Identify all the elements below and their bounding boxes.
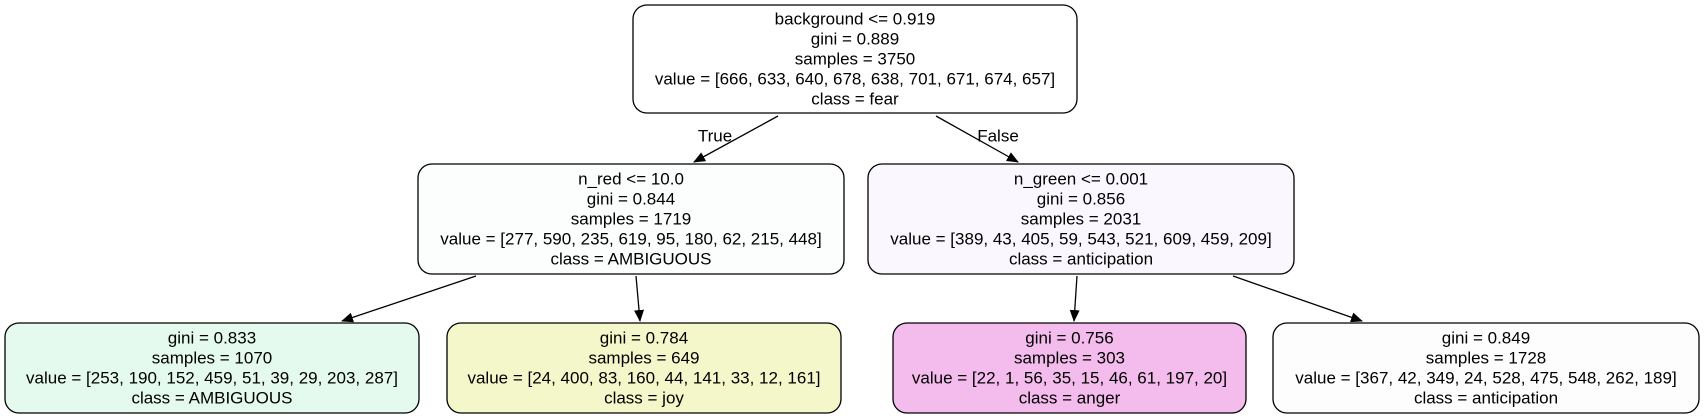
node-box (892, 322, 1247, 414)
node-text-line: gini = 0.844 (587, 190, 675, 209)
node-text-line: value = [24, 400, 83, 160, 44, 141, 33, … (467, 369, 820, 388)
edge-left-ll (341, 275, 477, 323)
edge-label-false: False (977, 127, 1019, 146)
edge-label-true: True (698, 127, 732, 146)
node-box (867, 163, 1295, 275)
node-text-line: n_green <= 0.001 (1014, 170, 1148, 189)
node-text-line: class = fear (811, 90, 899, 109)
node-text-line: gini = 0.856 (1037, 190, 1125, 209)
node-box (446, 322, 842, 414)
node-box (4, 322, 420, 414)
edge-left-lr (634, 275, 645, 322)
node-text-line: samples = 3750 (795, 50, 916, 69)
node-text-line: samples = 1719 (571, 210, 692, 229)
node-text-line: gini = 0.784 (600, 329, 688, 348)
node-text-line: samples = 1728 (1426, 349, 1547, 368)
edge-root-left (693, 115, 779, 163)
node-text-line: gini = 0.756 (1025, 329, 1113, 348)
node-text-line: value = [367, 42, 349, 24, 528, 475, 548… (1295, 369, 1676, 388)
node-text-line: background <= 0.919 (775, 10, 936, 29)
node-box (632, 4, 1078, 114)
node-text-line: value = [389, 43, 405, 59, 543, 521, 609… (890, 230, 1271, 249)
edge-right-rr (1232, 275, 1363, 323)
node-text-line: samples = 649 (588, 349, 699, 368)
node-text-line: value = [22, 1, 56, 35, 15, 46, 61, 197,… (912, 369, 1227, 388)
node-text-line: class = anger (1019, 389, 1121, 408)
edge-root-right (935, 115, 1019, 163)
node-text-line: value = [253, 190, 152, 459, 51, 39, 29,… (26, 369, 398, 388)
node-text-line: samples = 303 (1014, 349, 1125, 368)
node-box (417, 163, 845, 275)
node-text-line: n_red <= 10.0 (578, 170, 684, 189)
node-text-line: gini = 0.833 (168, 329, 256, 348)
node-text-line: class = joy (604, 389, 684, 408)
node-box (1272, 322, 1700, 414)
node-text-line: samples = 2031 (1021, 210, 1142, 229)
node-text-line: class = AMBIGUOUS (131, 389, 292, 408)
edge-right-rl (1069, 275, 1080, 322)
node-text-line: gini = 0.889 (811, 30, 899, 49)
node-text-line: samples = 1070 (152, 349, 273, 368)
node-text-line: class = anticipation (1414, 389, 1558, 408)
node-text-line: class = anticipation (1009, 250, 1153, 269)
node-text-line: value = [666, 633, 640, 678, 638, 701, 6… (655, 70, 1055, 89)
node-text-line: gini = 0.849 (1442, 329, 1530, 348)
node-text-line: class = AMBIGUOUS (550, 250, 711, 269)
node-text-line: value = [277, 590, 235, 619, 95, 180, 62… (440, 230, 821, 249)
edges-layer: True False (341, 115, 1363, 323)
